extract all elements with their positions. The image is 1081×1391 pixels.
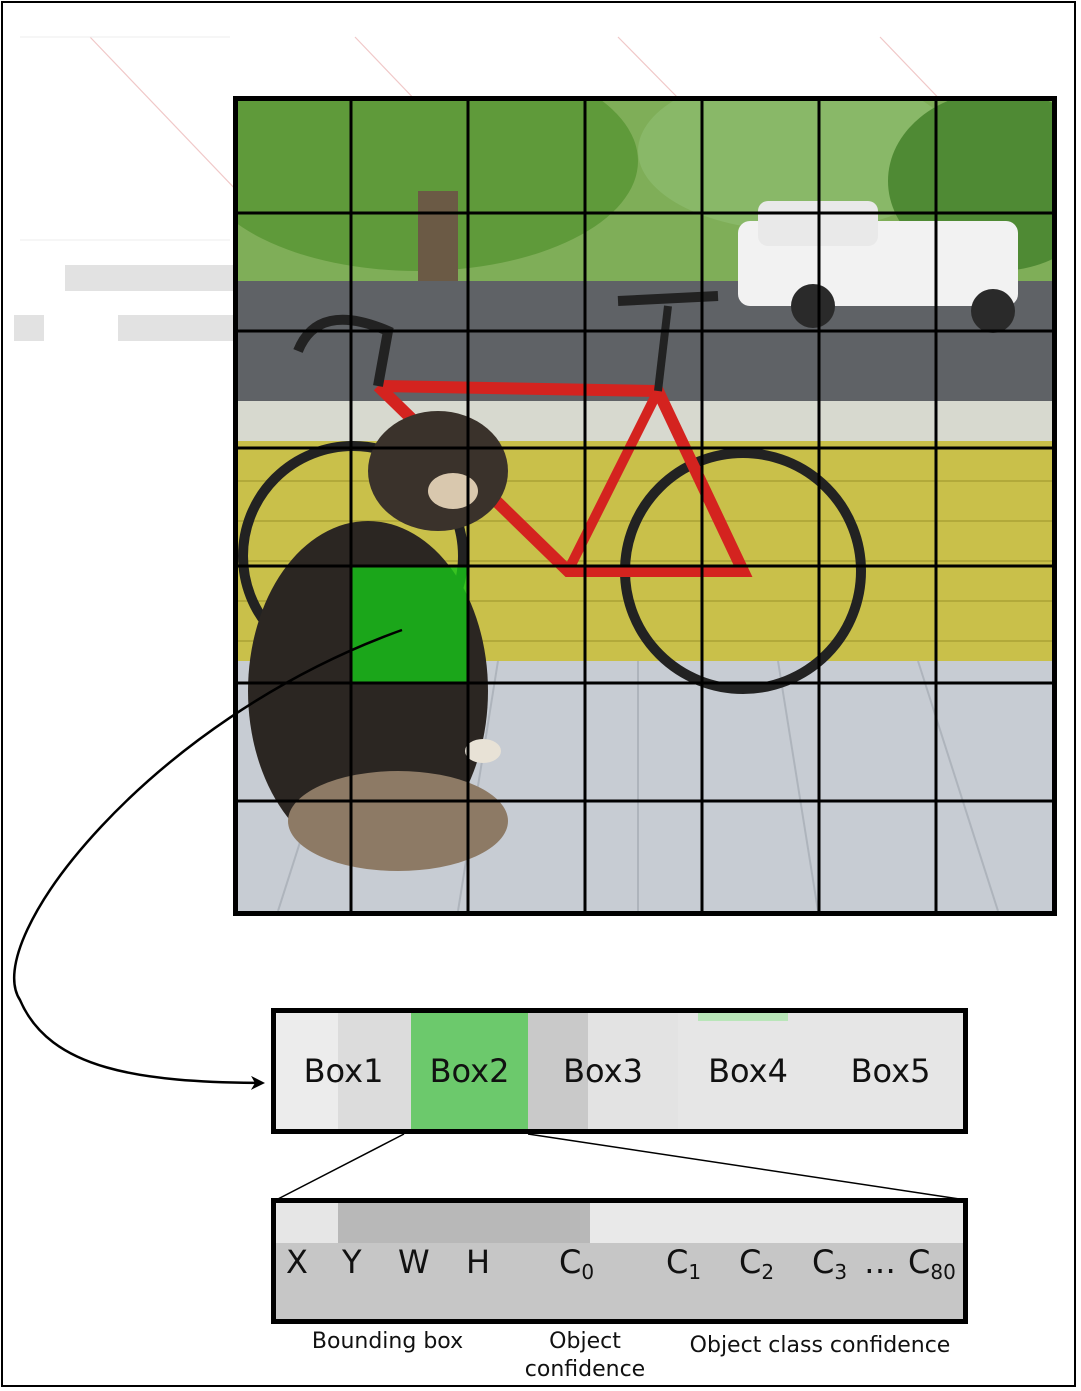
field-c3-base: C (812, 1243, 835, 1281)
field-c3-sub: 3 (834, 1260, 848, 1284)
field-ellipsis: … (864, 1243, 896, 1281)
field-w: W (398, 1243, 430, 1281)
field-c2-sub: 2 (761, 1260, 775, 1284)
field-c0-base: C (559, 1243, 582, 1281)
input-image-grid (233, 96, 1057, 916)
field-c80: C80 (908, 1243, 956, 1284)
field-c0: C0 (559, 1243, 594, 1284)
field-c3: C3 (812, 1243, 847, 1284)
caption-object-confidence-line1: Object (549, 1329, 621, 1354)
caption-object-confidence-line2: confidence (524, 1357, 646, 1382)
field-c2: C2 (739, 1243, 774, 1284)
caption-object-confidence: Object confidence (510, 1328, 660, 1384)
grid-lines (238, 101, 1052, 911)
bicycle-shape (238, 291, 866, 694)
box2-label: Box2 (429, 1052, 510, 1090)
box1-label: Box1 (303, 1052, 384, 1090)
box5-label: Box5 (850, 1052, 931, 1090)
box-attributes-row: X Y W H C0 C1 C2 C3 … C80 (271, 1198, 968, 1324)
field-c1: C1 (666, 1243, 701, 1284)
field-c0-sub: 0 (581, 1260, 595, 1284)
field-h: H (466, 1243, 491, 1281)
field-c1-base: C (666, 1243, 689, 1281)
box4-cell: Box4 (678, 1013, 818, 1129)
field-c2-base: C (739, 1243, 762, 1281)
field-c1-sub: 1 (688, 1260, 702, 1284)
box4-label: Box4 (708, 1052, 788, 1090)
caption-class-confidence: Object class confidence (689, 1333, 951, 1358)
box2-cell: Box2 (411, 1013, 528, 1129)
box3-cell: Box3 (528, 1013, 678, 1129)
box1-cell: Box1 (276, 1013, 411, 1129)
box3-label: Box3 (563, 1052, 643, 1090)
anchor-boxes-row: Box1 Box2 Box3 Box4 Box5 (271, 1008, 968, 1134)
field-x: X (286, 1243, 308, 1281)
box5-cell: Box5 (818, 1013, 963, 1129)
field-c80-sub: 80 (930, 1260, 956, 1284)
field-c80-base: C (908, 1243, 931, 1281)
field-y: Y (342, 1243, 362, 1281)
caption-bounding-box: Bounding box (311, 1329, 464, 1354)
